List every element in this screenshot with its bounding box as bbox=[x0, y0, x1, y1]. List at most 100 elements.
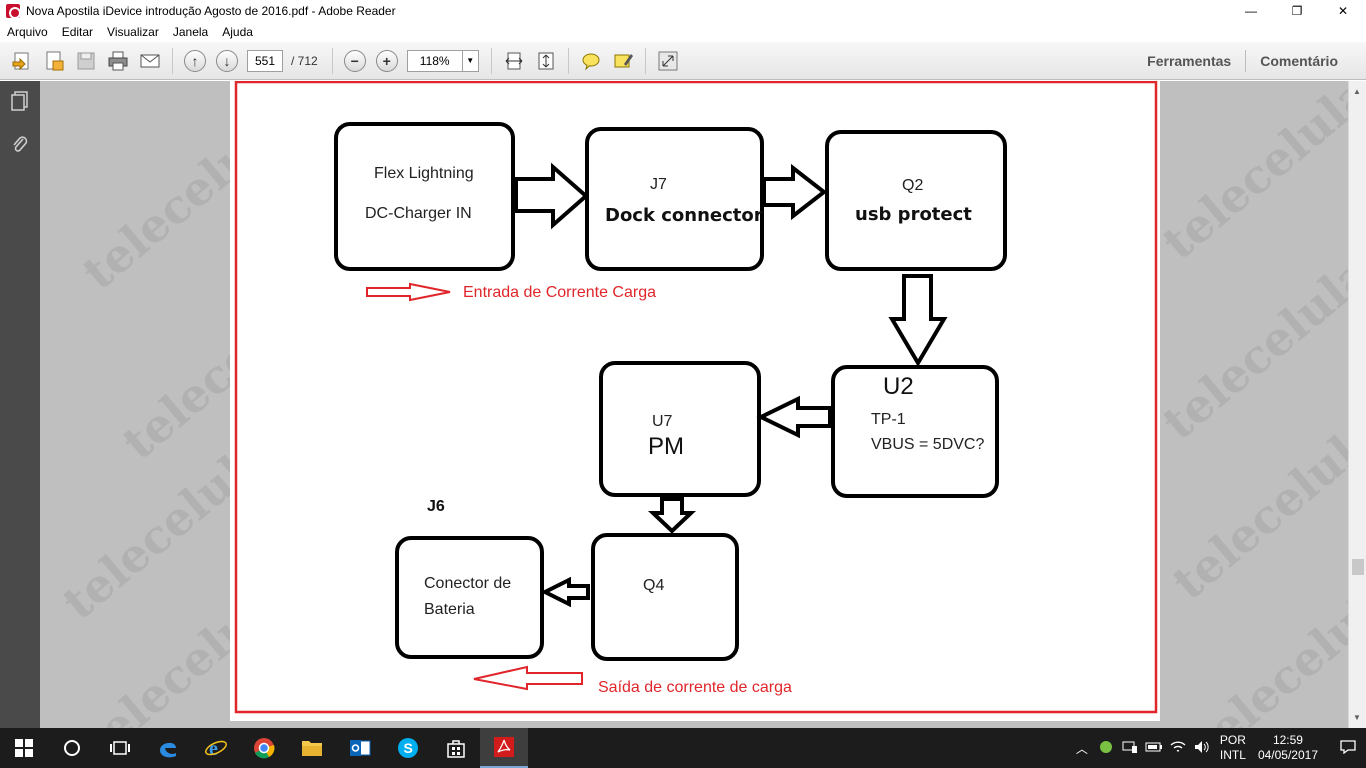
device-manager-icon[interactable] bbox=[1118, 740, 1142, 757]
create-pdf-icon[interactable] bbox=[41, 48, 67, 74]
email-icon[interactable] bbox=[137, 48, 163, 74]
taskbar-outlook[interactable] bbox=[336, 728, 384, 768]
toolbar-separator bbox=[644, 47, 646, 74]
page-number-input[interactable]: 551 bbox=[247, 49, 283, 72]
toolbar-separator bbox=[1245, 50, 1247, 72]
highlight-text-icon[interactable] bbox=[610, 48, 636, 74]
label-j7-line1: J7 bbox=[650, 176, 667, 193]
skype-icon: S bbox=[398, 738, 418, 758]
zoom-out-button[interactable]: − bbox=[342, 48, 368, 74]
volume-icon[interactable] bbox=[1190, 740, 1214, 757]
menu-editar[interactable]: Editar bbox=[61, 25, 94, 39]
label-u2-line2: TP-1 bbox=[871, 411, 906, 428]
label-q2-line2: usb protect bbox=[855, 204, 972, 225]
document-viewport[interactable]: telecelula telecelula telecelula telecel… bbox=[40, 81, 1348, 728]
label-j7-line2: Dock connector bbox=[605, 205, 763, 226]
task-view-icon bbox=[110, 741, 130, 755]
windows-icon bbox=[15, 739, 33, 757]
comment-pane-button[interactable]: Comentário bbox=[1260, 53, 1338, 69]
internet-explorer-icon: e bbox=[205, 738, 227, 760]
next-page-button[interactable]: ↓ bbox=[214, 48, 240, 74]
chevron-down-icon[interactable]: ▼ bbox=[461, 50, 478, 71]
box-flex-lightning bbox=[334, 122, 515, 271]
taskbar-internet-explorer[interactable]: e bbox=[192, 728, 240, 768]
page-total: / 712 bbox=[291, 53, 318, 68]
menu-arquivo[interactable]: Arquivo bbox=[7, 25, 48, 39]
store-icon bbox=[447, 740, 465, 758]
label-flex-line2: DC-Charger IN bbox=[365, 205, 472, 222]
menu-visualizar[interactable]: Visualizar bbox=[107, 25, 159, 39]
chevron-up-icon[interactable]: ︿ bbox=[1075, 741, 1088, 756]
clock[interactable]: 12:59 04/05/2017 bbox=[1258, 733, 1318, 763]
action-center-icon[interactable] bbox=[1330, 739, 1366, 757]
task-view-button[interactable] bbox=[96, 728, 144, 768]
taskbar-edge[interactable] bbox=[144, 728, 192, 768]
pdf-page: Flex Lightning DC-Charger IN J7 Dock con… bbox=[230, 81, 1160, 721]
close-button[interactable]: ✕ bbox=[1337, 4, 1349, 18]
menu-janela[interactable]: Janela bbox=[172, 25, 209, 39]
wifi-icon[interactable] bbox=[1166, 740, 1190, 757]
folder-icon bbox=[302, 741, 322, 756]
svg-text:S: S bbox=[404, 740, 413, 756]
title-bar: Nova Apostila iDevice introdução Agosto … bbox=[0, 0, 1366, 22]
taskbar-skype[interactable]: S bbox=[384, 728, 432, 768]
legend-arrow-out bbox=[473, 665, 583, 691]
cortana-circle-icon bbox=[64, 740, 80, 756]
adobe-reader-icon bbox=[6, 4, 21, 19]
adobe-reader-icon bbox=[494, 737, 514, 757]
window-title: Nova Apostila iDevice introdução Agosto … bbox=[26, 4, 396, 18]
menu-ajuda[interactable]: Ajuda bbox=[222, 25, 253, 39]
label-bateria-line2: Bateria bbox=[424, 601, 475, 618]
legend-in-label: Entrada de Corrente Carga bbox=[463, 284, 656, 301]
page-thumbnails-icon[interactable] bbox=[10, 91, 30, 111]
zoom-select[interactable]: 118% ▼ bbox=[406, 49, 479, 72]
label-u2-line1: U2 bbox=[883, 373, 914, 400]
previous-page-button[interactable]: ↑ bbox=[182, 48, 208, 74]
fit-page-icon[interactable] bbox=[533, 48, 559, 74]
taskbar-file-explorer[interactable] bbox=[288, 728, 336, 768]
box-conector-bateria bbox=[395, 536, 544, 659]
attachments-icon[interactable] bbox=[10, 135, 30, 155]
chrome-icon bbox=[254, 738, 275, 759]
clock-date: 04/05/2017 bbox=[1257, 748, 1318, 762]
outlook-icon bbox=[350, 740, 371, 756]
watermark: telecelula bbox=[1152, 81, 1348, 270]
tray-app-icon[interactable] bbox=[1094, 740, 1118, 757]
taskbar-store[interactable] bbox=[432, 728, 480, 768]
keyboard-layout: INTL bbox=[1219, 748, 1246, 762]
full-screen-icon[interactable] bbox=[655, 48, 681, 74]
minimize-button[interactable]: — bbox=[1245, 4, 1257, 18]
scroll-down-icon[interactable]: ▼ bbox=[1353, 713, 1361, 722]
label-u7-line2: PM bbox=[648, 433, 684, 460]
input-language[interactable]: POR INTL bbox=[1220, 733, 1246, 763]
toolbar-separator bbox=[490, 47, 492, 74]
scrollbar-thumb[interactable] bbox=[1352, 559, 1364, 575]
arrow-flex-to-j7 bbox=[514, 162, 590, 230]
taskbar-chrome[interactable] bbox=[240, 728, 288, 768]
save-icon[interactable] bbox=[73, 48, 99, 74]
toolbar-separator bbox=[172, 47, 173, 74]
cortana-button[interactable] bbox=[48, 728, 96, 768]
taskbar-adobe-reader-active[interactable] bbox=[480, 728, 528, 768]
vertical-scrollbar[interactable]: ▲ ▼ bbox=[1348, 81, 1366, 728]
open-file-icon[interactable] bbox=[9, 48, 35, 74]
box-j7-dock-connector bbox=[585, 127, 764, 271]
restore-button[interactable]: ❐ bbox=[1291, 4, 1303, 18]
sticky-note-icon[interactable] bbox=[578, 48, 604, 74]
navigation-panel bbox=[0, 81, 40, 728]
label-bateria-line1: Conector de bbox=[424, 575, 511, 592]
print-icon[interactable] bbox=[105, 48, 131, 74]
box-q4 bbox=[591, 533, 739, 661]
battery-icon[interactable] bbox=[1142, 741, 1166, 755]
label-u2-line3: VBUS = 5DVC? bbox=[871, 436, 984, 453]
tools-pane-button[interactable]: Ferramentas bbox=[1147, 53, 1232, 69]
arrow-q2-to-u2 bbox=[888, 274, 948, 367]
scroll-up-icon[interactable]: ▲ bbox=[1353, 87, 1361, 96]
zoom-in-button[interactable]: + bbox=[374, 48, 400, 74]
page-frame bbox=[234, 81, 1158, 714]
system-tray: ︿ POR INTL 12:59 04/05/2017 bbox=[1070, 728, 1366, 768]
start-button[interactable] bbox=[0, 728, 48, 768]
arrow-j7-to-q2 bbox=[762, 163, 828, 221]
box-u2 bbox=[831, 365, 999, 498]
fit-width-icon[interactable] bbox=[501, 48, 527, 74]
